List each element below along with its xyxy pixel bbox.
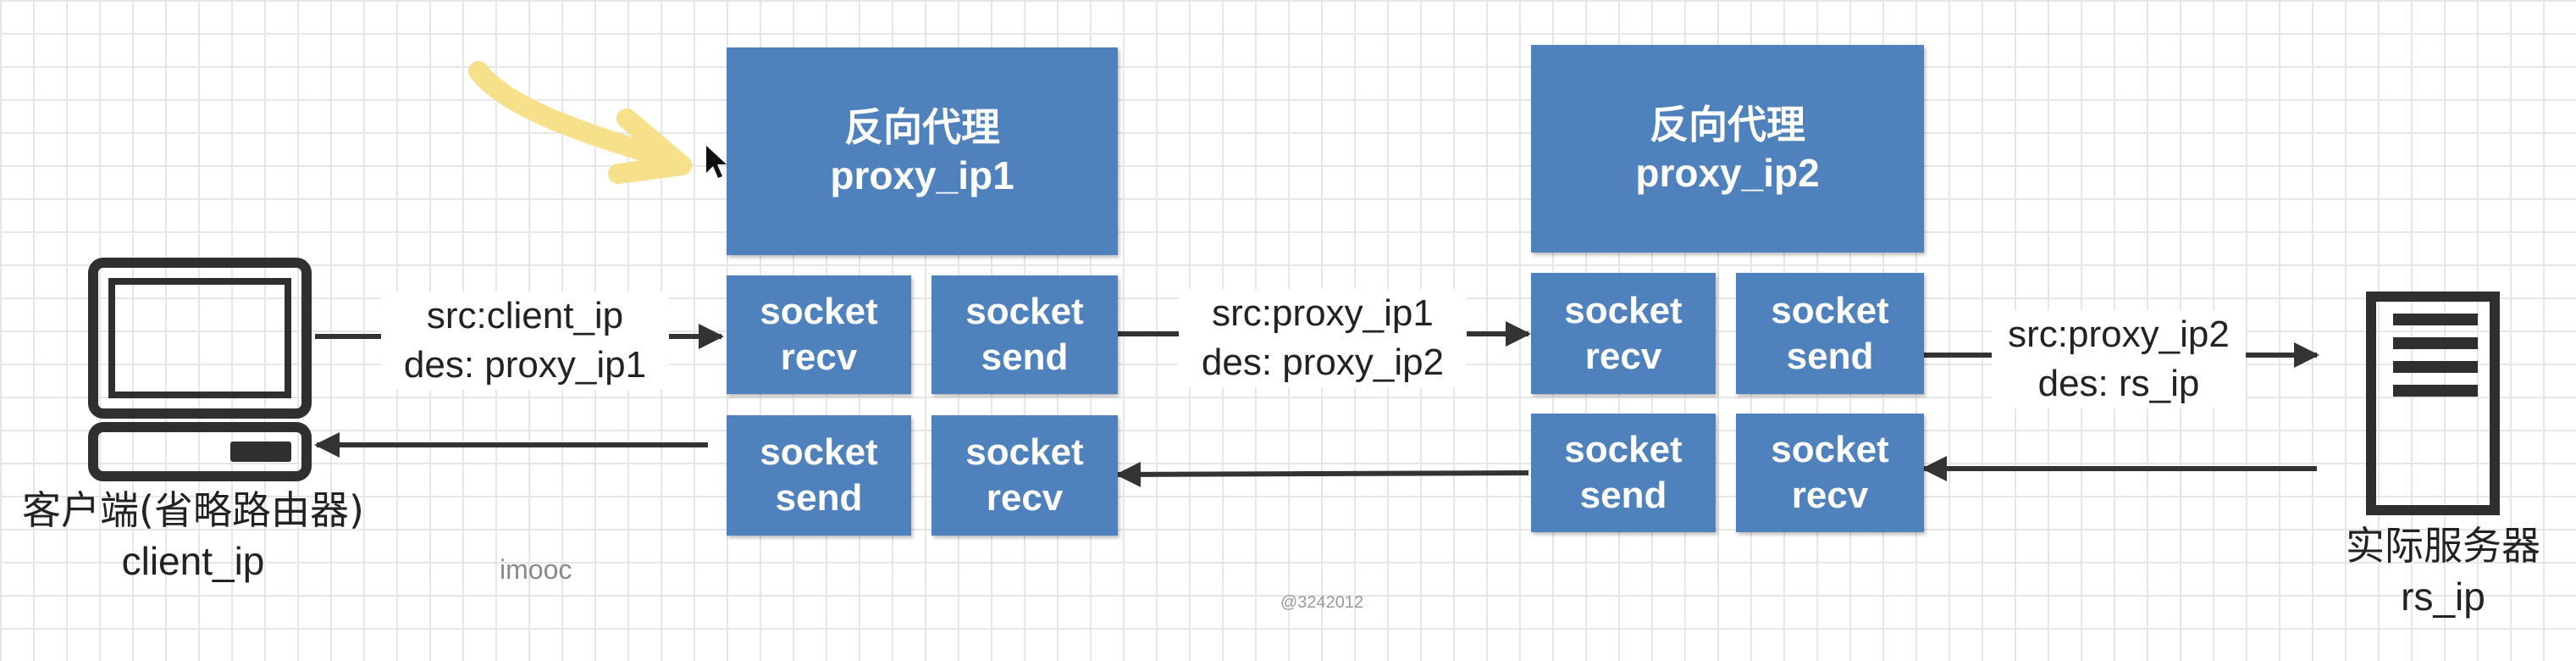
socket-label: socket	[1771, 429, 1889, 470]
hop2-src: src:proxy_ip1	[1212, 292, 1434, 334]
computer-icon	[88, 258, 312, 481]
proxy1-socket-send-top: socket send	[931, 275, 1118, 394]
client-caption: 客户端(省略路由器) client_ip	[7, 485, 379, 586]
proxy1-box: 反向代理 proxy_ip1	[727, 47, 1118, 255]
proxy1-title: 反向代理	[844, 103, 1000, 150]
server-ip: rs_ip	[2401, 575, 2485, 619]
hop1-des: des: proxy_ip1	[403, 344, 647, 386]
hop3-src: src:proxy_ip2	[2008, 314, 2230, 355]
proxy1-socket-send-bottom: socket send	[727, 415, 911, 536]
arrow-proxy2-to-proxy1	[1115, 461, 1529, 487]
socket-label: recv	[1791, 475, 1869, 516]
socket-label: recv	[780, 336, 858, 378]
socket-label: recv	[1584, 335, 1662, 377]
socket-label: socket	[760, 291, 878, 332]
hop2-des: des: proxy_ip2	[1201, 342, 1445, 383]
proxy2-ip: proxy_ip2	[1635, 150, 1820, 195]
server-caption: 实际服务器 rs_ip	[2320, 520, 2566, 622]
server-icon	[2366, 292, 2500, 515]
client-name: 客户端(省略路由器)	[22, 487, 364, 533]
proxy2-socket-send-top: socket send	[1736, 273, 1924, 394]
hop3-label: src:proxy_ip2 des: rs_ip	[1992, 310, 2246, 408]
hop3-des: des: rs_ip	[2037, 363, 2200, 404]
socket-label: socket	[1564, 289, 1683, 331]
proxy1-socket-recv-top: socket recv	[727, 275, 911, 394]
socket-label: send	[1579, 475, 1667, 516]
footer-id: @3242012	[1280, 593, 1364, 612]
socket-label: send	[775, 477, 863, 519]
client-ip: client_ip	[121, 539, 265, 583]
hand-drawn-arrow	[468, 61, 692, 184]
server-name: 实际服务器	[2346, 523, 2540, 569]
socket-label: send	[981, 336, 1069, 378]
proxy1-socket-recv-bottom: socket recv	[931, 415, 1118, 536]
socket-label: socket	[760, 431, 878, 473]
proxy2-box: 反向代理 proxy_ip2	[1531, 45, 1924, 253]
hop1-src: src:client_ip	[426, 295, 624, 336]
proxy2-socket-send-bottom: socket send	[1531, 414, 1716, 532]
socket-label: send	[1786, 335, 1874, 377]
proxy2-socket-recv-bottom: socket recv	[1736, 414, 1924, 532]
watermark: imooc	[500, 554, 572, 585]
socket-label: socket	[965, 431, 1084, 473]
proxy1-ip: proxy_ip1	[830, 153, 1014, 197]
socket-label: socket	[1771, 289, 1889, 331]
hop2-label: src:proxy_ip1 des: proxy_ip2	[1179, 289, 1467, 387]
proxy2-title: 反向代理	[1650, 101, 1805, 147]
socket-label: socket	[1564, 429, 1683, 470]
proxy2-socket-recv-top: socket recv	[1531, 273, 1716, 394]
socket-label: recv	[986, 477, 1064, 519]
socket-label: socket	[965, 291, 1084, 332]
cursor-icon	[706, 146, 727, 178]
hop1-label: src:client_ip des: proxy_ip1	[381, 292, 669, 390]
